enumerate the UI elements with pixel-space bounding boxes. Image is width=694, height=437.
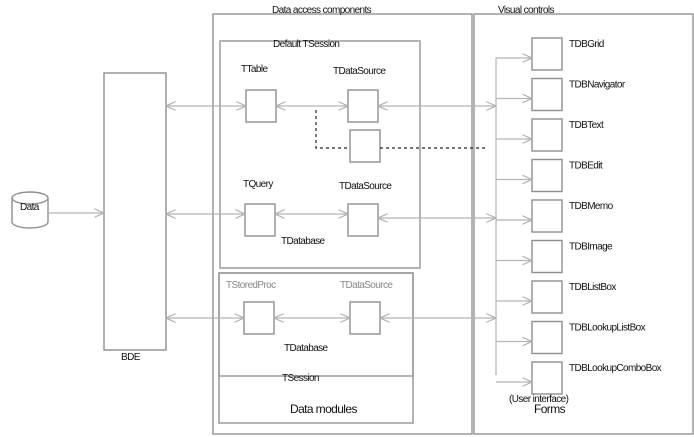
- tdbmemo-label: TDBMemo: [569, 201, 614, 212]
- tdbimage-box: [531, 239, 563, 274]
- data-access-title: Data access components: [272, 5, 372, 16]
- forms-label: Forms: [534, 402, 566, 416]
- data-modules-frame: [218, 272, 414, 424]
- tdbnavigator-label: TDBNavigator: [569, 80, 626, 91]
- dotted-link-1: [315, 110, 350, 149]
- data-modules-title: Data modules: [290, 402, 357, 416]
- tdbedit-box: [531, 158, 563, 193]
- tdatasource-2-label: TDataSource: [339, 181, 392, 192]
- tdblookupcombobox-label: TDBLookupComboBox: [569, 363, 662, 374]
- bde-label: BDE: [121, 352, 141, 363]
- bde-box: [103, 72, 167, 351]
- controls-group: TDBGridTDBNavigatorTDBTextTDBEditTDBMemo…: [496, 37, 662, 395]
- tdatabase-1-label: TDatabase: [281, 236, 326, 247]
- tdatasource-extra-box: [349, 129, 381, 163]
- tdblistbox-box: [531, 280, 563, 314]
- tdbedit-label: TDBEdit: [569, 161, 603, 172]
- tdblookupcombobox-box: [531, 361, 563, 395]
- tdbgrid-box: [531, 37, 563, 71]
- tdatabase-2-label: TDatabase: [284, 343, 329, 354]
- ttable-label: TTable: [241, 64, 268, 75]
- data-cylinder: [11, 191, 49, 229]
- tdblookuplistbox-label: TDBLookupListBox: [569, 323, 646, 334]
- tdbtext-label: TDBText: [569, 120, 604, 131]
- tdatasource-1-box: [347, 89, 379, 123]
- visual-controls-title: Visual controls: [498, 5, 554, 16]
- tdatasource-2-box: [347, 203, 379, 237]
- tstoredproc-box: [243, 301, 275, 335]
- tquery-box: [244, 203, 276, 237]
- tdatasource-3-box: [349, 301, 381, 335]
- tdatasource-3-label: TDataSource: [340, 280, 393, 291]
- tdbtext-box: [531, 118, 563, 152]
- data-access-frame: [212, 13, 473, 435]
- tquery-label: TQuery: [243, 179, 273, 190]
- default-session-frame: [219, 40, 421, 269]
- tdbimage-label: TDBImage: [569, 242, 613, 253]
- tdbnavigator-box: [531, 77, 563, 112]
- tdbgrid-label: TDBGrid: [569, 39, 604, 50]
- default-session-title: Default TSession: [273, 39, 339, 50]
- tdblookuplistbox-box: [531, 320, 563, 355]
- ui-label: (User interface): [509, 394, 569, 405]
- tdblistbox-label: TDBListBox: [569, 282, 616, 293]
- tdbmemo-box: [531, 199, 563, 233]
- tdatasource-1-label: TDataSource: [333, 66, 386, 77]
- tstoredproc-label: TStoredProc: [226, 280, 276, 291]
- data-label: Data: [20, 202, 40, 213]
- visual-controls-frame: [473, 13, 694, 435]
- tsession-title: TSession: [282, 373, 319, 384]
- ttable-box: [245, 89, 277, 123]
